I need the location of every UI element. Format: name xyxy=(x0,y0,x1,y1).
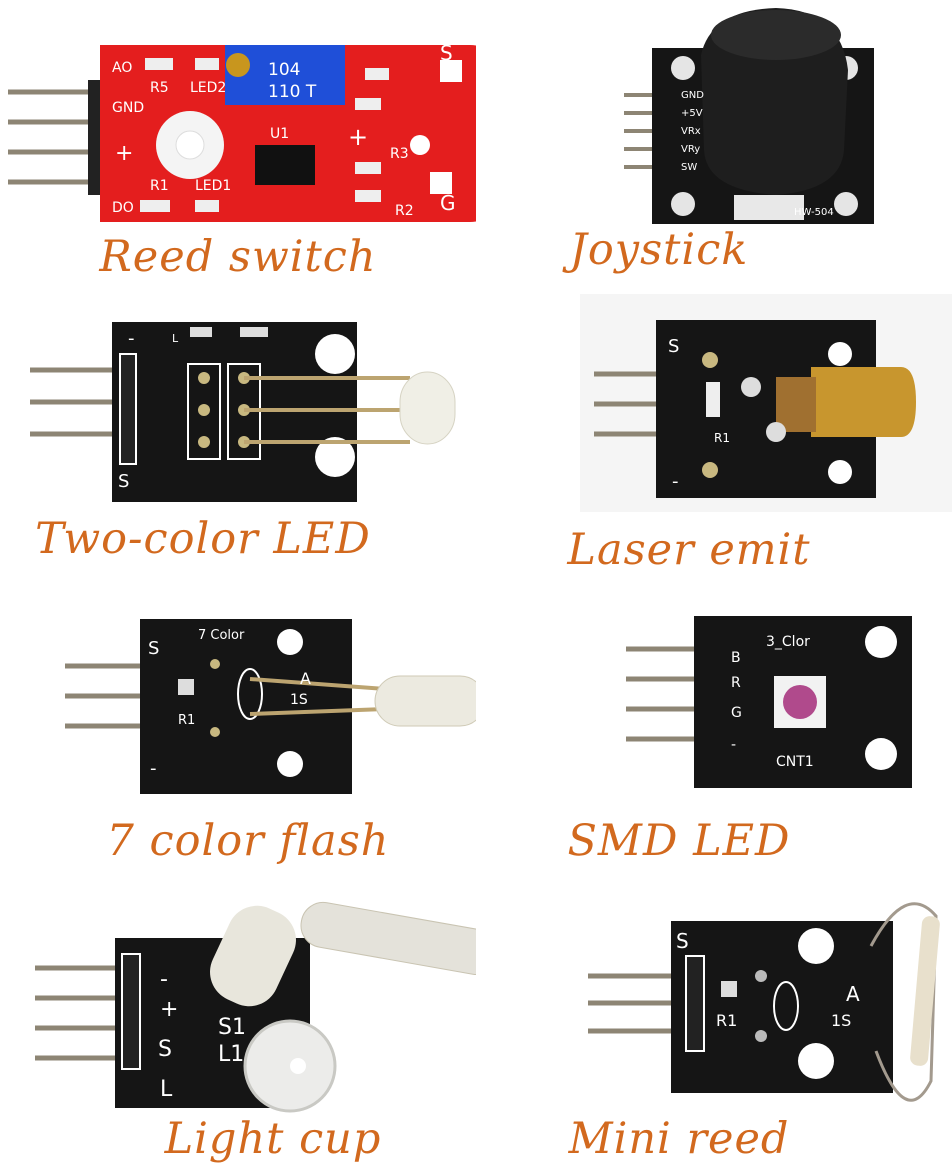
silk-5v: +5V xyxy=(681,108,703,119)
silk-ao: AO xyxy=(112,60,132,76)
module-light-cup: - + S S1 L1 L Light cup xyxy=(0,876,476,1168)
pot-label-110t: 110 T xyxy=(268,82,317,102)
smd-led-board-image: 3_Clor B R G - CNT1 xyxy=(626,616,912,788)
caption-light-cup: Light cup xyxy=(164,1114,382,1164)
light-cup-board-image: - + S S1 L1 L xyxy=(35,901,476,1113)
module-two-color-led: L S - Two-color LED xyxy=(0,292,476,584)
caption-smd-led: SMD LED xyxy=(567,816,791,866)
silk-l: L xyxy=(160,1077,173,1102)
silk-s: S xyxy=(440,41,453,65)
caption-laser-emit: Laser emit xyxy=(567,525,811,575)
silk-vrx: VRx xyxy=(681,126,701,137)
silk-7color: 7 Color xyxy=(198,628,245,643)
silk-r: R xyxy=(731,675,741,691)
laser-emit-board-image: S R1 - xyxy=(580,294,952,512)
silk-a: A xyxy=(300,669,311,688)
module-7-color-flash: 7 Color S R1 - A 1S 7 color flash xyxy=(0,584,476,876)
silk-led2: LED2 xyxy=(190,80,226,96)
silk-do: DO xyxy=(112,200,134,216)
silk-1s: 1S xyxy=(831,1011,851,1030)
two-color-led-board-image: L S - xyxy=(30,322,456,502)
caption-joystick: Joystick xyxy=(569,225,749,275)
caption-two-color-led: Two-color LED xyxy=(35,514,371,564)
silk-s: S xyxy=(148,638,159,659)
silk-gnd: GND xyxy=(112,100,144,116)
silk-r2: R2 xyxy=(395,203,414,219)
silk-r1: R1 xyxy=(178,713,195,728)
module-mini-reed: S R1 A 1S Mini reed xyxy=(476,876,952,1168)
silk-r1: R1 xyxy=(716,1011,737,1030)
silk-r1: R1 xyxy=(714,431,730,445)
caption-mini-reed: Mini reed xyxy=(568,1114,790,1164)
silk-led1: LED1 xyxy=(195,178,231,194)
module-smd-led: 3_Clor B R G - CNT1 SMD LED xyxy=(476,584,952,876)
silk-plus-2: + xyxy=(348,123,368,151)
silk-sw: SW xyxy=(681,162,697,173)
silk-g: G xyxy=(731,705,742,721)
module-reed-switch: 104 110 T AO GND + DO R5 LED2 U1 R1 LED1… xyxy=(0,0,476,292)
silk-r5: R5 xyxy=(150,80,169,96)
silk-3clor: 3_Clor xyxy=(766,634,810,650)
module-joystick: GND +5V VRx VRy SW HW-504 Joystick xyxy=(476,0,952,292)
silk-cnt1: CNT1 xyxy=(776,754,814,770)
silk-r1: R1 xyxy=(150,178,169,194)
silk-gnd: GND xyxy=(681,90,704,101)
silk-plus: + xyxy=(115,141,133,166)
silk-hw504: HW-504 xyxy=(794,207,834,218)
silk-s: S xyxy=(118,471,129,492)
joystick-board-image: GND +5V VRx VRy SW HW-504 xyxy=(624,8,874,224)
reed-switch-board-image: 104 110 T AO GND + DO R5 LED2 U1 R1 LED1… xyxy=(8,41,476,222)
silk-u1: U1 xyxy=(270,126,289,142)
silk-r3: R3 xyxy=(390,146,409,162)
silk-minus: - xyxy=(160,967,168,992)
silk-minus: - xyxy=(731,737,736,753)
module-laser-emit: S R1 - Laser emit xyxy=(476,292,952,584)
pot-label-104: 104 xyxy=(268,60,300,80)
silk-l: L xyxy=(172,332,179,345)
silk-s: S xyxy=(676,929,689,953)
7-color-flash-board-image: 7 Color S R1 - A 1S xyxy=(65,619,476,794)
caption-reed-switch: Reed switch xyxy=(99,232,377,282)
silk-g: G xyxy=(440,191,456,215)
silk-minus: - xyxy=(150,758,157,779)
silk-s1: S1 xyxy=(218,1015,246,1040)
silk-a: A xyxy=(846,982,860,1006)
silk-minus: - xyxy=(128,328,135,349)
silk-l1: L1 xyxy=(218,1042,244,1067)
silk-s: S xyxy=(668,336,679,357)
silk-minus: - xyxy=(672,471,679,492)
silk-s: S xyxy=(158,1037,172,1062)
silk-vry: VRy xyxy=(681,144,700,155)
mini-reed-board-image: S R1 A 1S xyxy=(588,902,940,1102)
caption-7-color-flash: 7 color flash xyxy=(106,816,390,866)
silk-plus: + xyxy=(160,997,178,1022)
silk-1s: 1S xyxy=(290,692,308,708)
silk-b: B xyxy=(731,650,741,666)
